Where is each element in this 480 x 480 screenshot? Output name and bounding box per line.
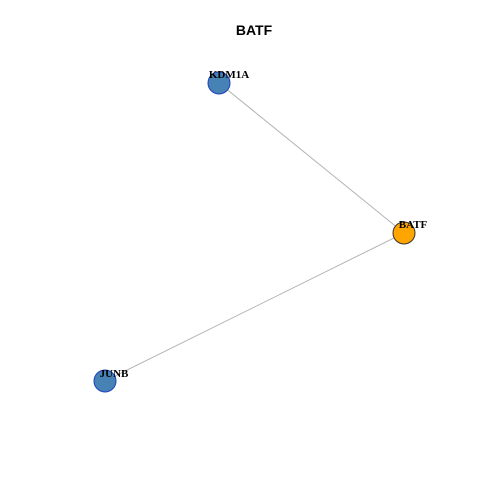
node-label-junb: JUNB xyxy=(100,368,129,380)
node-batf[interactable] xyxy=(392,221,416,245)
nodes-layer: KDM1A BATF JUNB xyxy=(93,69,428,393)
edges-layer xyxy=(104,82,405,382)
node-junb[interactable] xyxy=(93,369,117,393)
diagram-title: BATF xyxy=(236,22,273,38)
edge-kdm1a-batf xyxy=(218,82,405,234)
edge-junb-batf xyxy=(104,232,405,382)
node-label-kdm1a: KDM1A xyxy=(209,69,249,81)
node-kdm1a[interactable] xyxy=(207,71,231,95)
node-label-batf: BATF xyxy=(399,219,428,231)
